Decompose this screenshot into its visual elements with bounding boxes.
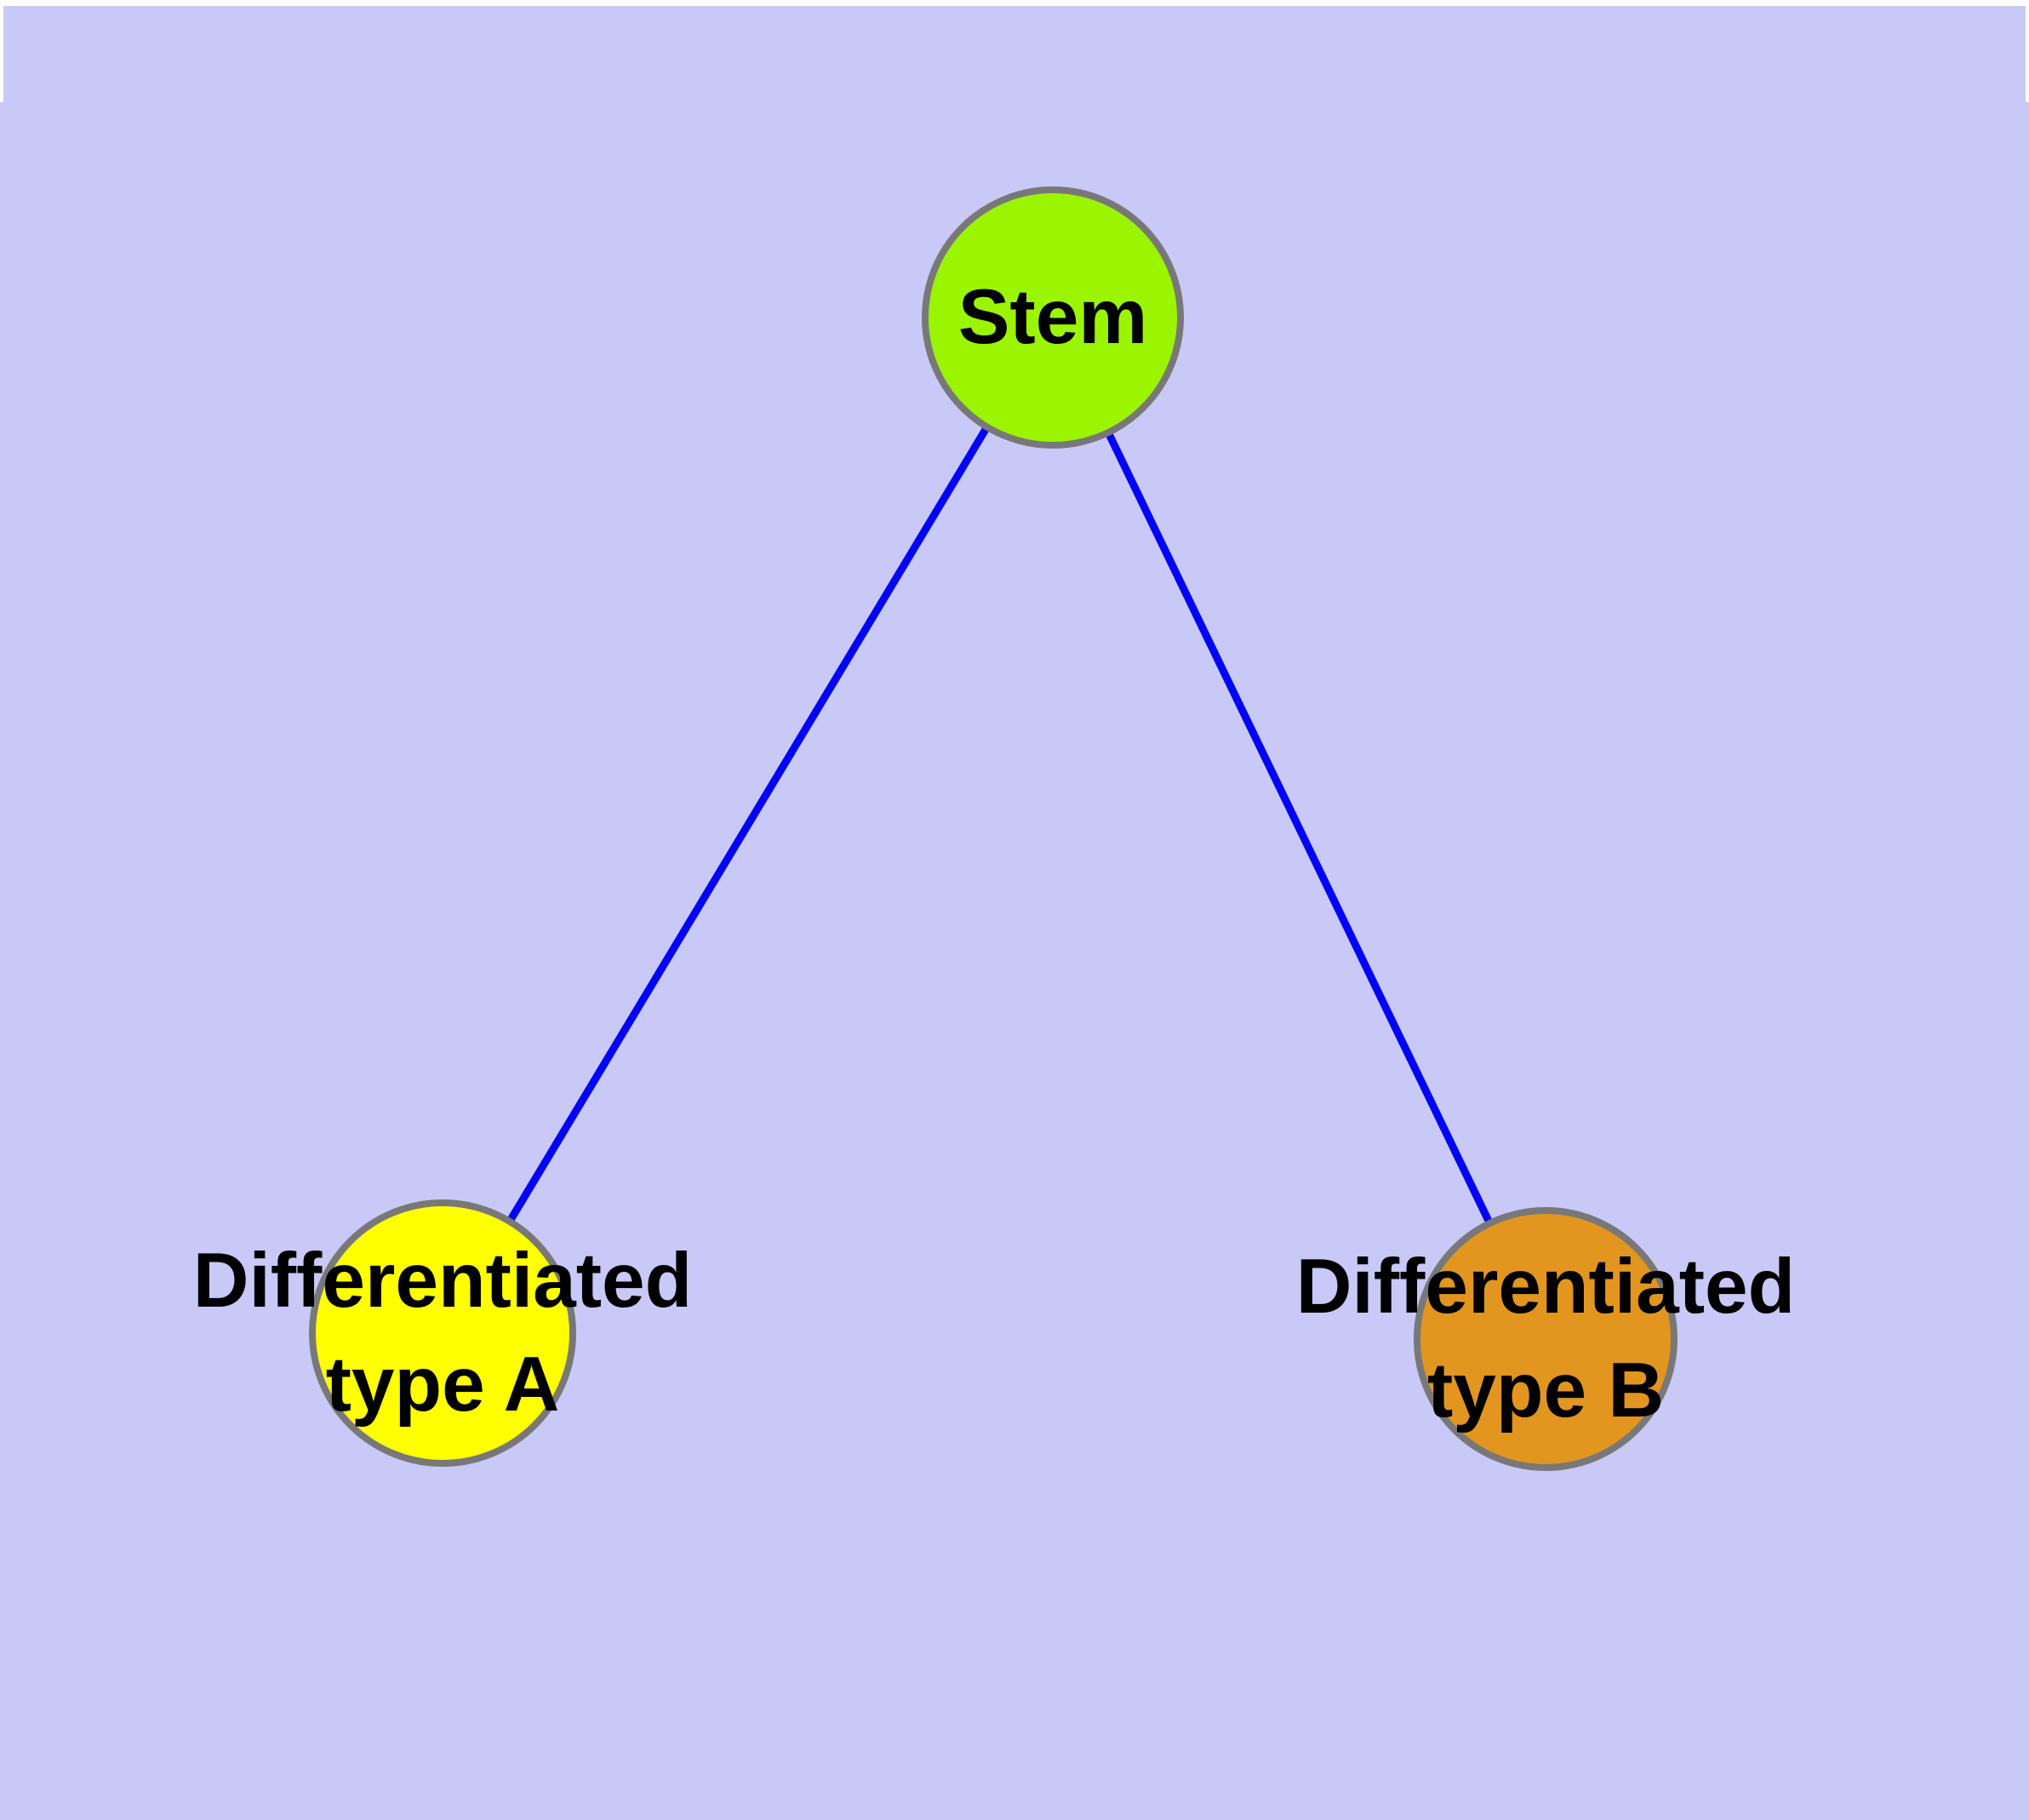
edge-stem-to-type-b [1049,316,1550,1341]
node-type-b-label: Differentiated type B [1296,1235,1796,1443]
node-stem-label: Stem [958,266,1148,369]
node-stem-label-text: Stem [957,274,1148,360]
node-type-a-circle [309,1199,576,1467]
node-type-a-label-line2: type A [325,1342,560,1428]
node-stem-circle [922,186,1184,449]
node-type-b-circle [1414,1207,1677,1471]
node-type-a-label-line1: Differentiated [192,1238,693,1324]
node-type-b-label-line2: type B [1426,1348,1665,1434]
node-type-b-label-line1: Differentiated [1295,1244,1796,1330]
plot-panel-top [3,6,2026,102]
edge-stem-to-type-a [439,315,1056,1336]
node-type-a-label: Differentiated type A [193,1229,693,1437]
